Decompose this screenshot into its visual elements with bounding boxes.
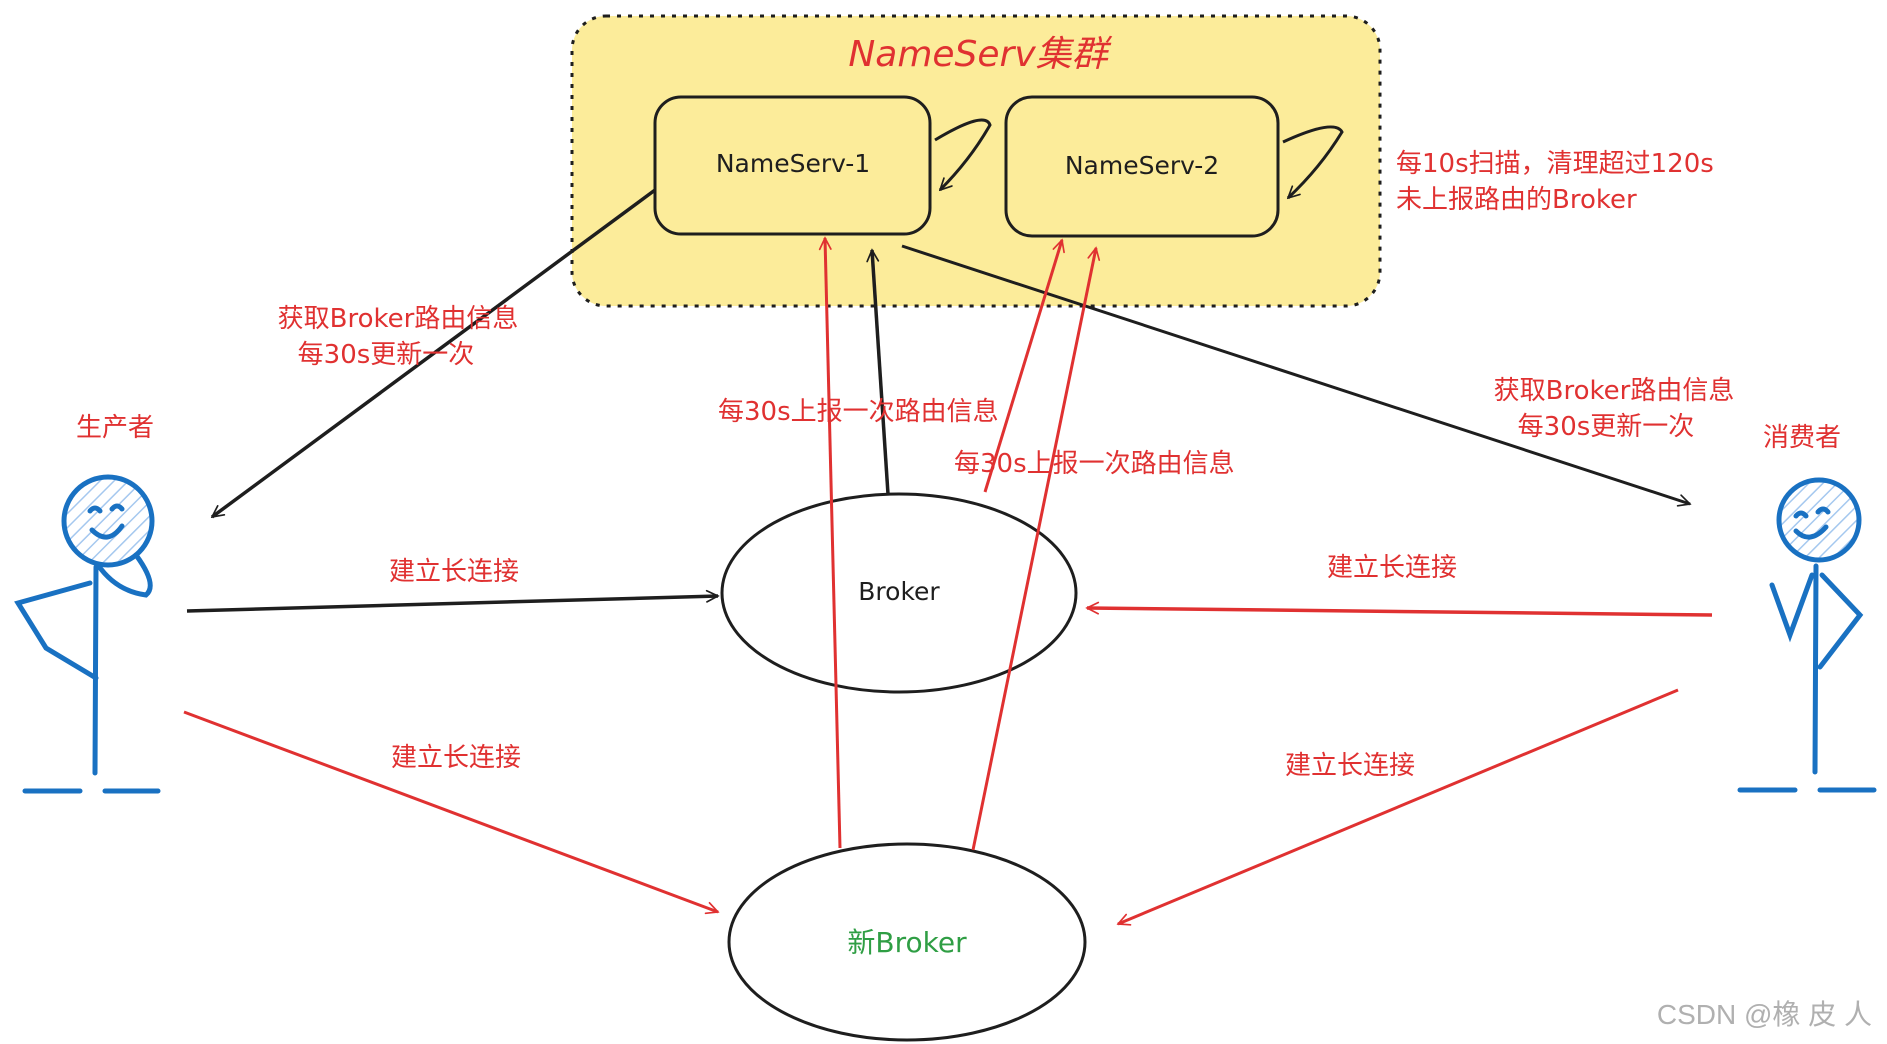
nameserv-cluster: NameServ集群 NameServ-1 NameServ-2 <box>570 14 1382 308</box>
nameserv-to-consumer-arrow <box>901 244 1690 504</box>
broker-label: Broker <box>858 577 940 606</box>
consumer-conn-new-label: 建立长连接 <box>1285 751 1415 781</box>
watermark: CSDN @橡 皮 人 <box>1657 999 1872 1030</box>
nameserv-to-producer-arrow <box>212 188 657 519</box>
nameserv-1-self-loop <box>934 118 992 190</box>
producer-fetch-label-1: 获取Broker路由信息 <box>278 304 519 334</box>
new-broker-to-nameserv-1-arrow <box>825 238 842 849</box>
nameserv-2-label: NameServ-2 <box>1065 151 1219 180</box>
scan-note-line-1: 每10s扫描，清理超过120s <box>1396 149 1714 179</box>
new-broker-label: 新Broker <box>847 926 967 959</box>
new-broker-to-nameserv-2-arrow <box>971 248 1096 851</box>
scan-note-line-2: 未上报路由的Broker <box>1396 185 1637 215</box>
nameserv-1-node: NameServ-1 <box>653 95 932 236</box>
new-broker-node: 新Broker <box>727 842 1087 1042</box>
cluster-title: NameServ集群 <box>848 34 1112 75</box>
consumer-fetch-label-1: 获取Broker路由信息 <box>1494 376 1735 406</box>
report-label-2: 每30s上报一次路由信息 <box>954 449 1235 479</box>
consumer-figure <box>1737 477 1877 793</box>
nameserv-2-node: NameServ-2 <box>1004 95 1280 238</box>
producer-figure <box>14 474 161 794</box>
broker-node: Broker <box>720 492 1078 694</box>
consumer-fetch-label-2: 每30s更新一次 <box>1518 412 1695 442</box>
producer-to-broker-arrow <box>186 596 718 613</box>
nameserv-1-label: NameServ-1 <box>716 149 870 178</box>
consumer-to-broker-arrow <box>1087 608 1713 617</box>
broker-report-arrow <box>872 250 890 495</box>
producer-conn-broker-label: 建立长连接 <box>389 557 519 587</box>
broker-to-nameserv-2-arrow <box>983 240 1062 493</box>
producer-conn-new-label: 建立长连接 <box>391 743 521 773</box>
consumer-label: 消费者 <box>1763 423 1841 453</box>
report-label-1: 每30s上报一次路由信息 <box>718 397 999 427</box>
producer-label: 生产者 <box>76 413 154 443</box>
consumer-conn-broker-label: 建立长连接 <box>1327 553 1457 583</box>
producer-to-new-broker-arrow <box>183 710 718 912</box>
consumer-to-new-broker-arrow <box>1118 688 1679 924</box>
nameserv-2-self-loop <box>1282 125 1344 198</box>
producer-fetch-label-2: 每30s更新一次 <box>298 340 475 370</box>
